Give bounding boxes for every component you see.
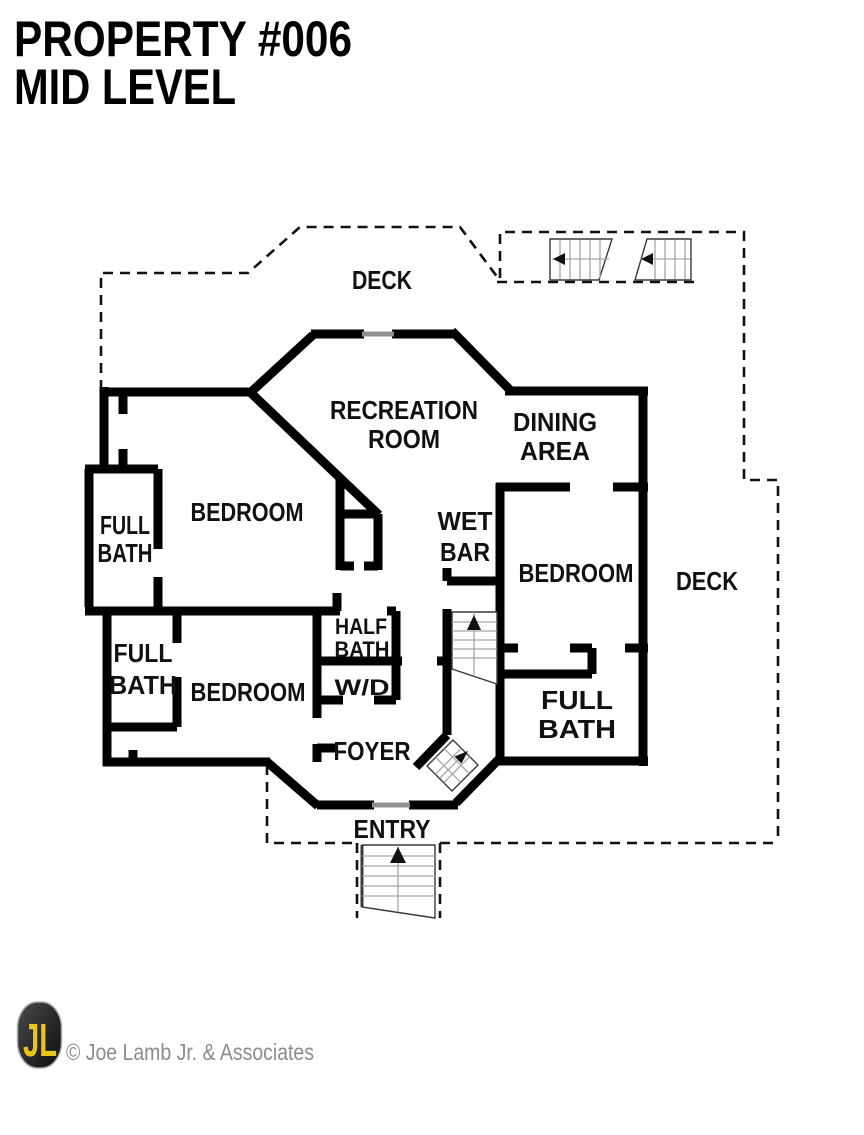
page-title-line2: MID LEVEL: [14, 59, 236, 115]
room-label-recreation-line1: RECREATION: [330, 395, 478, 425]
stair-direction-arrow: [467, 615, 481, 630]
room-label-full-bath-west-line1: FULL: [114, 638, 173, 668]
room-label-half-bath-line2: BATH: [335, 637, 390, 662]
stairs-deck-left: [549, 238, 613, 281]
room-label-full-bath-northwest-line2: BATH: [98, 538, 153, 568]
room-label-bedroom-southwest: BEDROOM: [191, 677, 306, 707]
room-label-dining-line2: AREA: [520, 436, 590, 466]
walls: [84, 327, 648, 810]
room-label-dining-line1: DINING: [513, 407, 597, 437]
joe-lamb-logo: JL: [16, 1001, 63, 1069]
stairs-deck-right: [634, 238, 692, 281]
stairs-foyer: [426, 739, 479, 792]
page-title-line1: PROPERTY #006: [14, 11, 352, 67]
room-label-full-bath-northwest-line1: FULL: [100, 510, 150, 540]
room-label-entry: ENTRY: [354, 814, 431, 844]
room-label-wet-bar-line1: WET: [438, 506, 493, 536]
copyright-text: © Joe Lamb Jr. & Associates: [66, 1039, 314, 1065]
room-label-foyer: FOYER: [334, 736, 411, 766]
stairs-interior: [451, 611, 498, 685]
room-label-full-bath-southeast-line1: FULL: [541, 685, 613, 715]
room-label-full-bath-southeast-line2: BATH: [538, 714, 616, 744]
room-label-bedroom-northwest: BEDROOM: [191, 497, 304, 527]
deck-outline-dashed: [99, 225, 780, 918]
logo-monogram: JL: [23, 1014, 57, 1066]
stair-direction-arrow: [641, 253, 653, 265]
room-label-full-bath-west-line2: BATH: [109, 670, 177, 700]
stair-direction-arrow: [390, 847, 406, 863]
room-label-bedroom-east: BEDROOM: [519, 558, 634, 588]
stairs-entry: [360, 844, 436, 919]
stair-direction-arrow: [553, 253, 565, 265]
stair-direction-arrow: [454, 751, 468, 764]
room-label-deck-top: DECK: [352, 265, 412, 295]
room-label-deck-east: DECK: [676, 566, 738, 596]
room-label-wet-bar-line2: BAR: [440, 537, 490, 567]
room-label-half-bath-line1: HALF: [335, 614, 387, 639]
room-label-washer-dryer: W/D: [335, 675, 390, 700]
room-label-recreation-line2: ROOM: [368, 424, 440, 454]
